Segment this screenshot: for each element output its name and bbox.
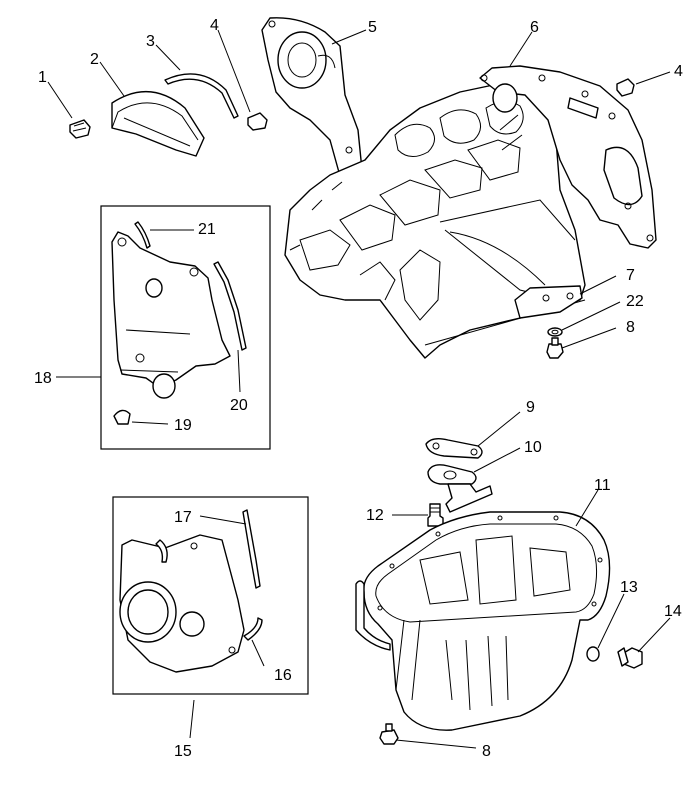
rear-timing-cover-part-5 — [261, 17, 365, 199]
washer-part-22 — [547, 327, 563, 337]
callout-2: 2 — [90, 51, 99, 68]
callout-4-right: 4 — [674, 63, 683, 80]
callout-4-left: 4 — [210, 17, 219, 34]
oil-pan-part-11 — [355, 511, 611, 731]
bolt-part-1 — [69, 119, 91, 139]
gasket-ring-part-13 — [586, 646, 600, 662]
seal-strip-part-3 — [164, 73, 239, 119]
callout-10: 10 — [524, 439, 542, 456]
callout-8-lower: 8 — [482, 743, 491, 760]
bolt-part-4-left — [247, 112, 268, 131]
bolt-part-8-lower — [379, 723, 399, 745]
leader-lines — [47, 29, 671, 749]
drain-plug-part-14 — [617, 647, 643, 669]
gasket-part-9 — [425, 437, 483, 459]
callout-20: 20 — [230, 397, 248, 414]
callout-8-upper: 8 — [626, 319, 635, 336]
bolt-part-12 — [427, 503, 444, 527]
callout-11: 11 — [594, 477, 611, 494]
callout-16: 16 — [274, 667, 292, 684]
callout-14: 14 — [664, 603, 682, 620]
callout-17: 17 — [174, 509, 192, 526]
callout-7: 7 — [626, 267, 635, 284]
oil-seal-case-part-7 — [514, 285, 583, 319]
assembly-box-18 — [100, 205, 271, 450]
callout-12: 12 — [366, 507, 384, 524]
callout-21: 21 — [198, 221, 216, 238]
bolt-part-4-right — [616, 78, 635, 97]
callout-22: 22 — [626, 293, 644, 310]
callout-9: 9 — [526, 399, 535, 416]
callout-13: 13 — [620, 579, 638, 596]
assembly-box-15 — [112, 496, 309, 695]
callout-18: 18 — [34, 370, 52, 387]
callout-5: 5 — [368, 19, 377, 36]
oil-strainer-part-10 — [427, 464, 493, 513]
rear-plate-part-6 — [479, 65, 657, 249]
callout-3: 3 — [146, 33, 155, 50]
callout-6: 6 — [530, 19, 539, 36]
callout-15: 15 — [174, 743, 192, 760]
callout-19: 19 — [174, 417, 192, 434]
callout-1: 1 — [38, 69, 47, 86]
bolt-part-8-upper — [546, 337, 564, 359]
timing-belt-cover-upper-part-2 — [111, 91, 205, 157]
callout-labels: 1 2 3 4 5 6 4 7 22 8 21 18 20 19 9 10 11… — [34, 17, 683, 760]
